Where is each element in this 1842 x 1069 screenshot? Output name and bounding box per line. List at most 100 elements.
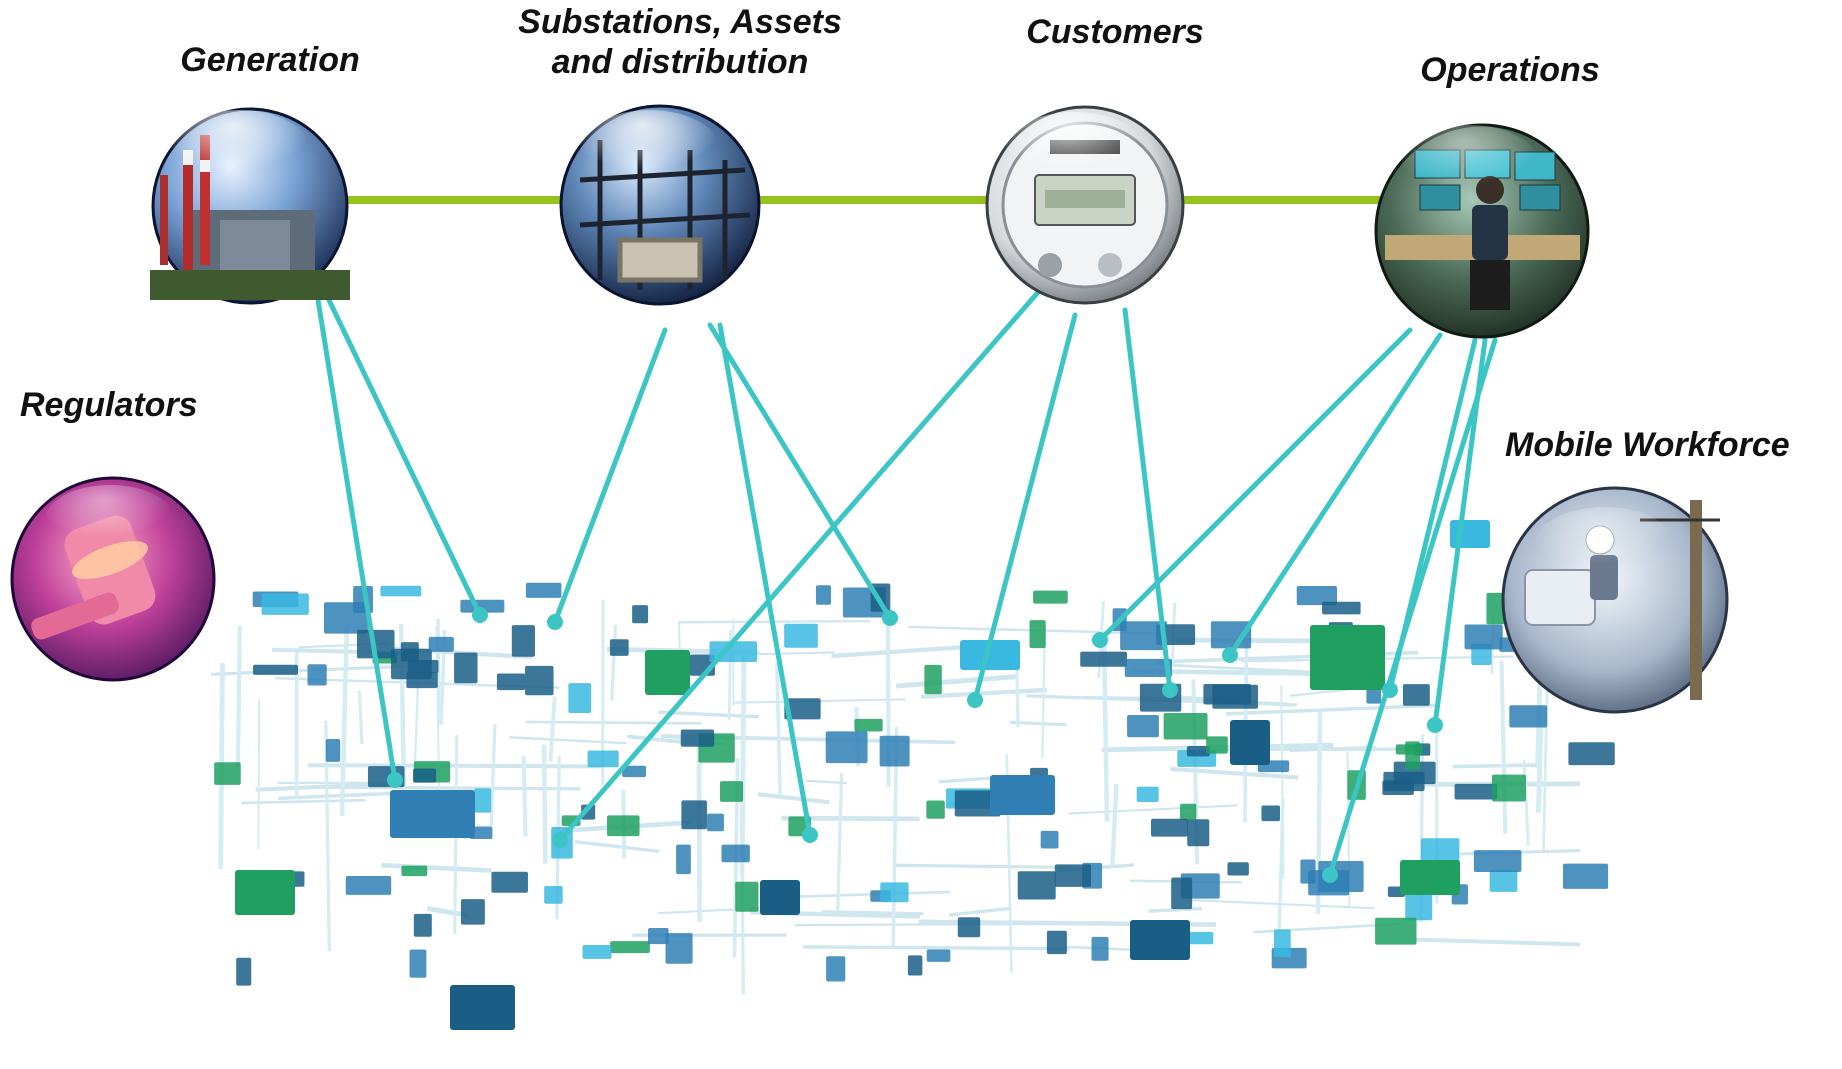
network-blocks: [214, 520, 1615, 1030]
pipe-segment: [1017, 669, 1018, 727]
pipe-segment: [1069, 805, 1237, 813]
pipe-segment: [491, 724, 495, 826]
link-endpoint: [1162, 682, 1178, 698]
network-block: [880, 736, 910, 767]
network-block: [681, 800, 707, 829]
pipe-segment: [795, 924, 1060, 925]
network-block: [1030, 620, 1046, 648]
network-block-large: [1310, 625, 1385, 690]
link-endpoint: [967, 692, 983, 708]
network-block: [1274, 929, 1291, 957]
regulators-node[interactable]: [12, 478, 214, 680]
network-block-large: [390, 790, 475, 838]
network-block: [666, 933, 693, 964]
network-block: [454, 653, 477, 684]
network-block: [720, 781, 743, 802]
network-block: [1033, 591, 1068, 604]
network-block: [1206, 736, 1228, 753]
network-block: [401, 866, 427, 876]
network-block: [784, 624, 818, 648]
network-block: [1455, 784, 1498, 800]
network-block: [1568, 742, 1614, 765]
customers-label: Customers: [985, 12, 1245, 52]
network-block: [676, 845, 691, 874]
pipe-segment: [949, 908, 1011, 915]
pipe-segment: [1415, 940, 1580, 945]
network-block: [408, 660, 439, 673]
network-block-large: [645, 650, 690, 695]
customers-node[interactable]: [987, 107, 1183, 303]
network-block: [1492, 775, 1526, 802]
pipe-segment: [1112, 784, 1116, 866]
network-block: [588, 750, 619, 767]
network-block: [681, 730, 714, 747]
network-block: [308, 664, 327, 685]
network-block: [491, 872, 528, 893]
network-block: [735, 882, 758, 912]
network-block: [1164, 713, 1208, 739]
link-endpoint: [552, 832, 568, 848]
mobile-workforce-node[interactable]: [1503, 488, 1727, 712]
pipe-segment: [1502, 661, 1506, 834]
network-block: [1465, 625, 1503, 650]
pipe-segment: [742, 650, 744, 875]
link-endpoint: [472, 607, 488, 623]
network-block: [648, 928, 669, 944]
network-block: [924, 665, 941, 694]
pipe-segment: [359, 691, 362, 744]
connection-link: [710, 325, 890, 618]
network-block: [346, 876, 391, 895]
generation-node[interactable]: [150, 109, 350, 303]
network-block: [1180, 804, 1196, 820]
network-block: [1490, 870, 1518, 892]
network-block: [1041, 831, 1059, 849]
pipe-segment: [758, 794, 829, 802]
substations-node[interactable]: [561, 106, 759, 304]
network-block: [568, 683, 591, 713]
link-endpoint: [1322, 867, 1338, 883]
network-block: [1396, 744, 1423, 754]
network-block: [1018, 871, 1056, 899]
network-block: [474, 788, 491, 812]
pipe-segment: [1524, 760, 1528, 846]
network-block: [236, 958, 251, 986]
network-block: [512, 625, 535, 657]
network-block: [461, 899, 485, 924]
network-block-large: [760, 880, 800, 915]
substations-label-line2: and distribution: [470, 42, 890, 82]
pipe-segment: [803, 947, 1070, 949]
pipe-segment: [238, 626, 240, 767]
network-block: [1171, 878, 1192, 910]
network-block: [854, 719, 882, 732]
network-block: [1474, 850, 1522, 872]
generation-label: Generation: [140, 40, 400, 80]
network-block: [707, 814, 724, 832]
network-block: [326, 739, 340, 762]
network-block: [1151, 819, 1188, 837]
network-block: [926, 800, 944, 818]
pipe-segment: [524, 756, 526, 836]
network-block: [1300, 860, 1315, 884]
network-block: [607, 815, 640, 836]
network-block: [1382, 781, 1413, 795]
link-endpoint: [1427, 717, 1443, 733]
operations-node[interactable]: [1376, 125, 1588, 337]
network-block: [526, 583, 562, 598]
pipe-segment: [612, 625, 616, 701]
network-block: [525, 666, 553, 695]
network-block: [1203, 684, 1251, 705]
pipe-segment: [308, 765, 601, 766]
network-block: [429, 637, 454, 652]
network-block: [816, 585, 831, 604]
network-block: [610, 639, 629, 656]
network-block: [497, 674, 525, 691]
network-block: [1055, 864, 1091, 887]
network-block-large: [1230, 720, 1270, 765]
network-block-large: [450, 985, 515, 1030]
network-block-large: [1450, 520, 1490, 548]
network-block: [1563, 864, 1608, 889]
mobile-workforce-label: Mobile Workforce: [1505, 425, 1842, 465]
network-block: [582, 945, 611, 959]
